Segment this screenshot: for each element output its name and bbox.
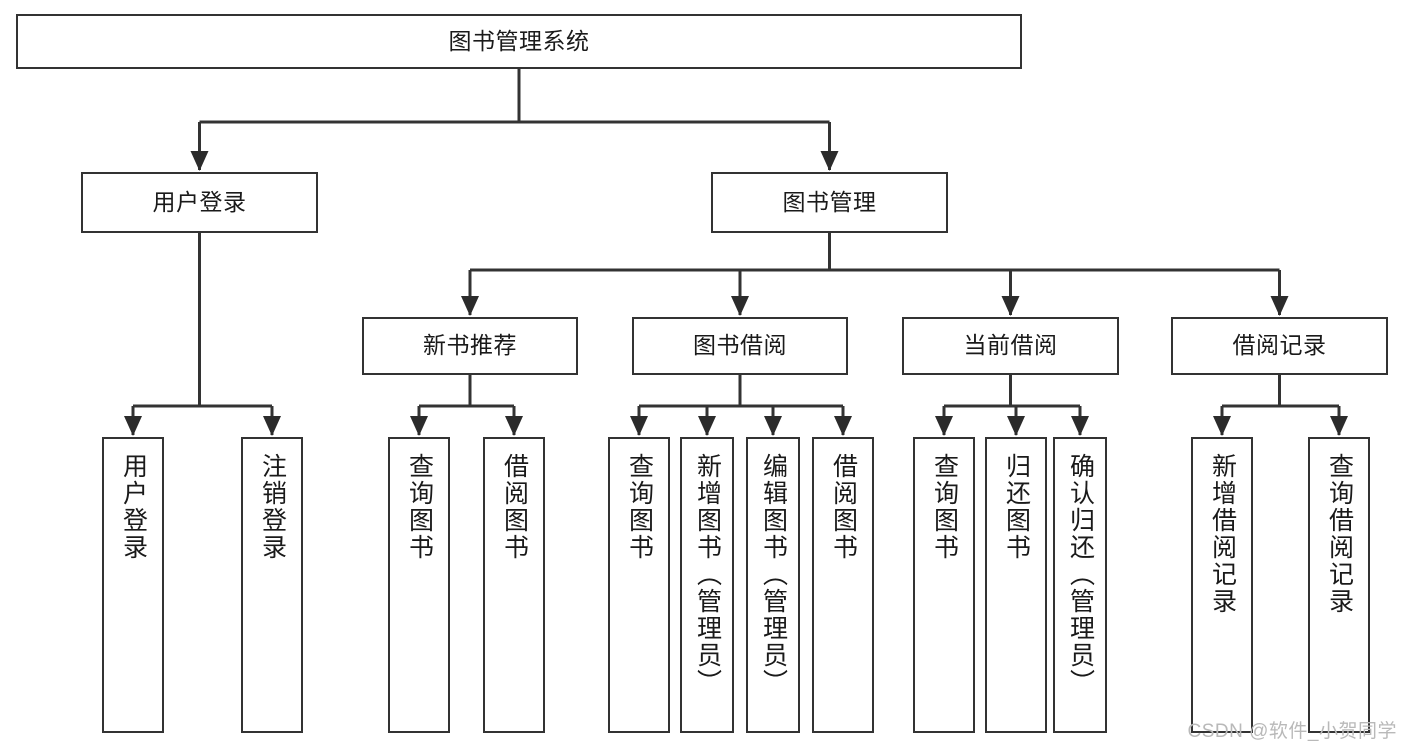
arrowhead-leaf-6 bbox=[698, 416, 716, 436]
node-label: 当前借阅 bbox=[963, 332, 1058, 359]
node-label: 借阅记录 bbox=[1232, 332, 1327, 359]
node-label: 图书借阅 bbox=[693, 332, 787, 359]
arrowhead-leaf-3 bbox=[410, 416, 428, 436]
arrowhead-current bbox=[1001, 296, 1020, 316]
node-label: 确认归还（管理员） bbox=[1066, 453, 1095, 696]
arrowhead-leaf-7 bbox=[764, 416, 782, 436]
node-newbooks[interactable]: 新书推荐 bbox=[362, 317, 578, 375]
node-leaf-11[interactable]: 确认归还（管理员） bbox=[1053, 437, 1107, 733]
node-leaf-2[interactable]: 注销登录 bbox=[241, 437, 303, 733]
arrowhead-leaf-2 bbox=[263, 416, 281, 436]
node-label: 图书管理系统 bbox=[448, 27, 590, 54]
node-leaf-7[interactable]: 编辑图书（管理员） bbox=[746, 437, 800, 733]
node-leaf-6[interactable]: 新增图书（管理员） bbox=[680, 437, 734, 733]
node-leaf-1[interactable]: 用户登录 bbox=[102, 437, 164, 733]
node-label: 注销登录 bbox=[258, 453, 287, 561]
node-label: 新书推荐 bbox=[423, 332, 517, 359]
arrowhead-leaf-1 bbox=[124, 416, 142, 436]
arrowhead-leaf-4 bbox=[505, 416, 523, 436]
node-label: 查询图书 bbox=[405, 453, 434, 561]
arrowhead-leaf-9 bbox=[935, 416, 953, 436]
node-records[interactable]: 借阅记录 bbox=[1171, 317, 1388, 375]
watermark-text: CSDN @软件_小贺同学 bbox=[1187, 721, 1397, 742]
arrowhead-leaf-13 bbox=[1330, 416, 1348, 436]
node-label: 新增借阅记录 bbox=[1208, 453, 1237, 615]
node-label: 查询图书 bbox=[625, 453, 654, 561]
node-leaf-4[interactable]: 借阅图书 bbox=[483, 437, 545, 733]
arrowhead-bookmgmt bbox=[820, 151, 839, 171]
node-label: 借阅图书 bbox=[500, 453, 529, 561]
arrowhead-newbooks bbox=[461, 296, 479, 316]
arrowhead-records bbox=[1270, 296, 1289, 316]
node-leaf-8[interactable]: 借阅图书 bbox=[812, 437, 874, 733]
arrowhead-borrow bbox=[731, 296, 749, 316]
node-label: 查询借阅记录 bbox=[1325, 453, 1354, 615]
node-label: 用户登录 bbox=[119, 453, 148, 561]
node-leaf-10[interactable]: 归还图书 bbox=[985, 437, 1047, 733]
arrowhead-leaf-12 bbox=[1213, 416, 1231, 436]
node-root[interactable]: 图书管理系统 bbox=[16, 14, 1022, 69]
node-leaf-12[interactable]: 新增借阅记录 bbox=[1191, 437, 1253, 733]
node-label: 用户登录 bbox=[152, 188, 247, 215]
node-leaf-9[interactable]: 查询图书 bbox=[913, 437, 975, 733]
node-login[interactable]: 用户登录 bbox=[81, 172, 318, 233]
node-label: 编辑图书（管理员） bbox=[759, 453, 788, 696]
node-leaf-5[interactable]: 查询图书 bbox=[608, 437, 670, 733]
node-label: 新增图书（管理员） bbox=[693, 453, 722, 696]
node-current[interactable]: 当前借阅 bbox=[902, 317, 1119, 375]
node-leaf-13[interactable]: 查询借阅记录 bbox=[1308, 437, 1370, 733]
node-label: 归还图书 bbox=[1002, 453, 1031, 561]
arrowhead-leaf-8 bbox=[834, 416, 852, 436]
node-label: 借阅图书 bbox=[829, 453, 858, 561]
arrowhead-leaf-11 bbox=[1071, 416, 1089, 436]
arrowhead-login bbox=[190, 151, 209, 171]
node-leaf-3[interactable]: 查询图书 bbox=[388, 437, 450, 733]
arrowhead-leaf-5 bbox=[630, 416, 648, 436]
node-borrow[interactable]: 图书借阅 bbox=[632, 317, 848, 375]
node-label: 图书管理 bbox=[782, 188, 877, 215]
node-bookmgmt[interactable]: 图书管理 bbox=[711, 172, 948, 233]
arrowhead-leaf-10 bbox=[1007, 416, 1025, 436]
node-label: 查询图书 bbox=[930, 453, 959, 561]
